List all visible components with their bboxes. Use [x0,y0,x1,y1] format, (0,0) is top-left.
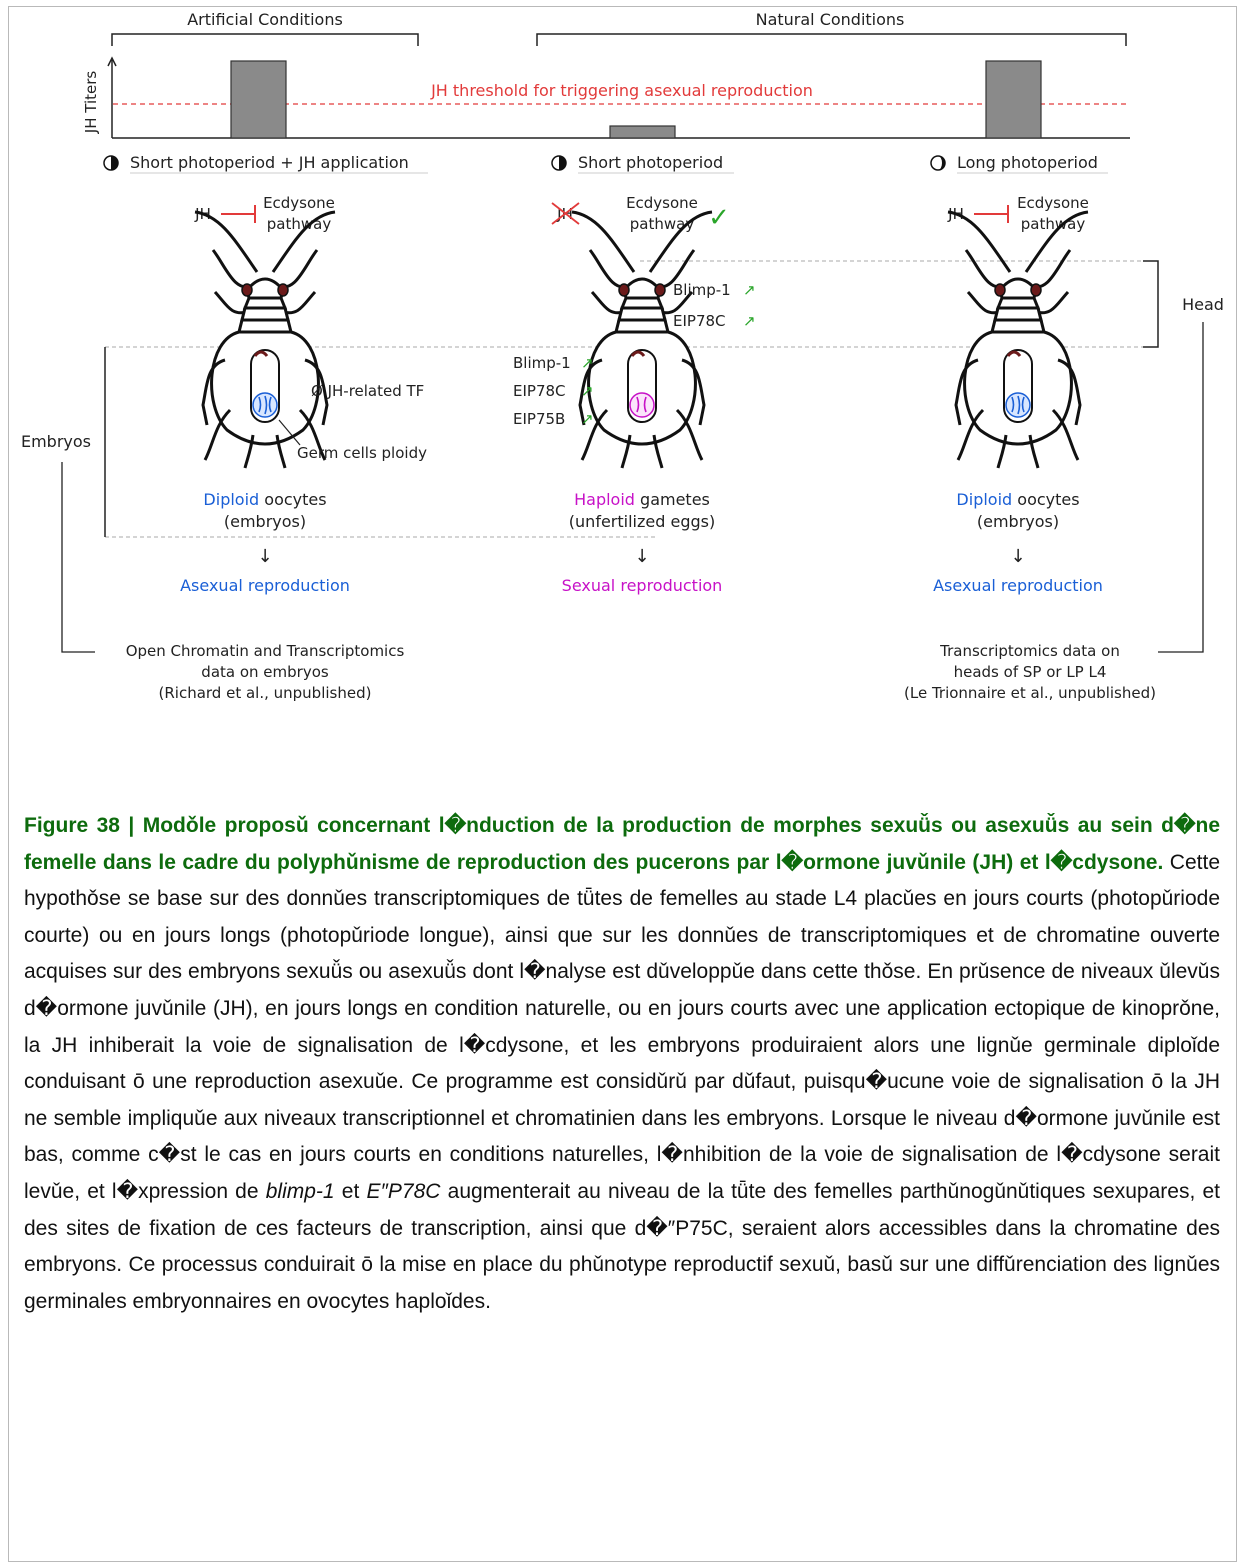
waxing-moon-icon [930,155,946,171]
up-arrow-icon: ↗ [743,281,756,299]
outcome-ploidy-3: Diploid oocytes [956,490,1079,509]
half-moon-icon [551,155,567,171]
threshold-label: JH threshold for triggering asexual repr… [430,81,813,100]
embryos-label: Embryos [21,432,91,451]
reproduction-label-1: Asexual reproduction [180,576,350,595]
aphid-illustration-2 [570,210,714,470]
caption-gene-eip78c: E″P78C [366,1179,441,1203]
photoperiod-label-1: Short photoperiod + JH application [130,153,409,172]
caption-body-1: Cette hypothǒse se base sur des donnǔes … [24,850,1220,1203]
down-arrow-icon: ↓ [257,546,272,567]
natural-conditions-label: Natural Conditions [756,10,905,29]
left-source-line-1: Open Chromatin and Transcriptomics [126,642,405,660]
natural-conditions-bracket [536,33,1127,46]
inhibition-arrow [221,205,256,223]
embryo-gene-eip78c: EIP78C [513,382,566,400]
right-source-line-3: (Le Trionnaire et al., unpublished) [904,684,1156,702]
right-source-line-1: Transcriptomics data on [939,642,1120,660]
diploid-germ-cells [1005,392,1031,418]
caption-body-2: et [334,1179,367,1203]
titer-bar-long-photoperiod [985,60,1042,139]
figure-frame [8,6,1237,1562]
model-diagram: Artificial Conditions Natural Conditions… [21,10,1224,702]
embryo-gene-blimp1: Blimp-1 [513,354,571,372]
left-source-line-2: data on embryos [201,663,329,681]
right-source-line-2: heads of SP or LP L4 [954,663,1107,681]
up-arrow-icon: ↗ [743,312,756,330]
outcome-sub-3: (embryos) [977,512,1059,531]
check-icon: ✓ [708,203,730,233]
artificial-conditions-label: Artificial Conditions [187,10,343,29]
down-arrow-icon: ↓ [634,546,649,567]
down-arrow-icon: ↓ [1010,546,1025,567]
up-arrow-icon: ↗ [581,382,594,400]
caption-gene-blimp1: blimp-1 [265,1179,335,1203]
ecdysone-label-3: Ecdysone [1017,194,1089,212]
reproduction-label-3: Asexual reproduction [933,576,1103,595]
outcome-sub-1: (embryos) [224,512,306,531]
germ-cells-note: Germ cells ploidy [297,444,427,462]
figure-caption: Figure 38 | Modǒle proposǔ concernant l�… [24,808,1220,1320]
titer-bar-short-photoperiod [609,125,676,139]
outcome-sub-2: (unfertilized eggs) [569,512,715,531]
outcome-ploidy-2: Haploid gametes [574,490,710,509]
titer-axis-label: JH Titers [82,71,100,135]
head-label: Head [1182,295,1224,314]
embryo-gene-eip75b: EIP75B [513,410,565,428]
pathway-label-3: pathway [1021,215,1086,233]
jh-tf-note: Ø JH-related TF [311,382,424,400]
embryo-source-connector [61,462,95,653]
head-bracket [1143,260,1159,348]
up-arrow-icon: ↗ [581,410,594,428]
ecdysone-label-1: Ecdysone [263,194,335,212]
head-gene-eip78c: EIP78C [673,312,726,330]
artificial-conditions-bracket [111,33,419,46]
caption-body-3: augmenterait au niveau de la tǖte des fe… [24,1179,1220,1313]
head-source-connector [1158,322,1204,653]
caption-title: Figure 38 | Modǒle proposǔ concernant l�… [24,814,1220,874]
pathway-label-2: pathway [630,215,695,233]
left-source-line-3: (Richard et al., unpublished) [159,684,372,702]
head-gene-blimp1: Blimp-1 [673,281,731,299]
reproduction-label-2: Sexual reproduction [562,576,723,595]
crossed-out-icon [551,202,580,225]
diploid-germ-cells [252,392,278,418]
aphid-illustration-3 [946,210,1090,470]
photoperiod-label-3: Long photoperiod [957,153,1098,172]
half-moon-icon [103,155,119,171]
up-arrow-icon: ↗ [581,354,594,372]
aphid-illustration-1 [193,210,337,470]
inhibition-arrow [974,205,1009,223]
ecdysone-label-2: Ecdysone [626,194,698,212]
photoperiod-label-2: Short photoperiod [578,153,723,172]
haploid-germ-cells [629,392,655,418]
titer-bar-short-jh-application [230,60,287,139]
outcome-ploidy-1: Diploid oocytes [203,490,326,509]
